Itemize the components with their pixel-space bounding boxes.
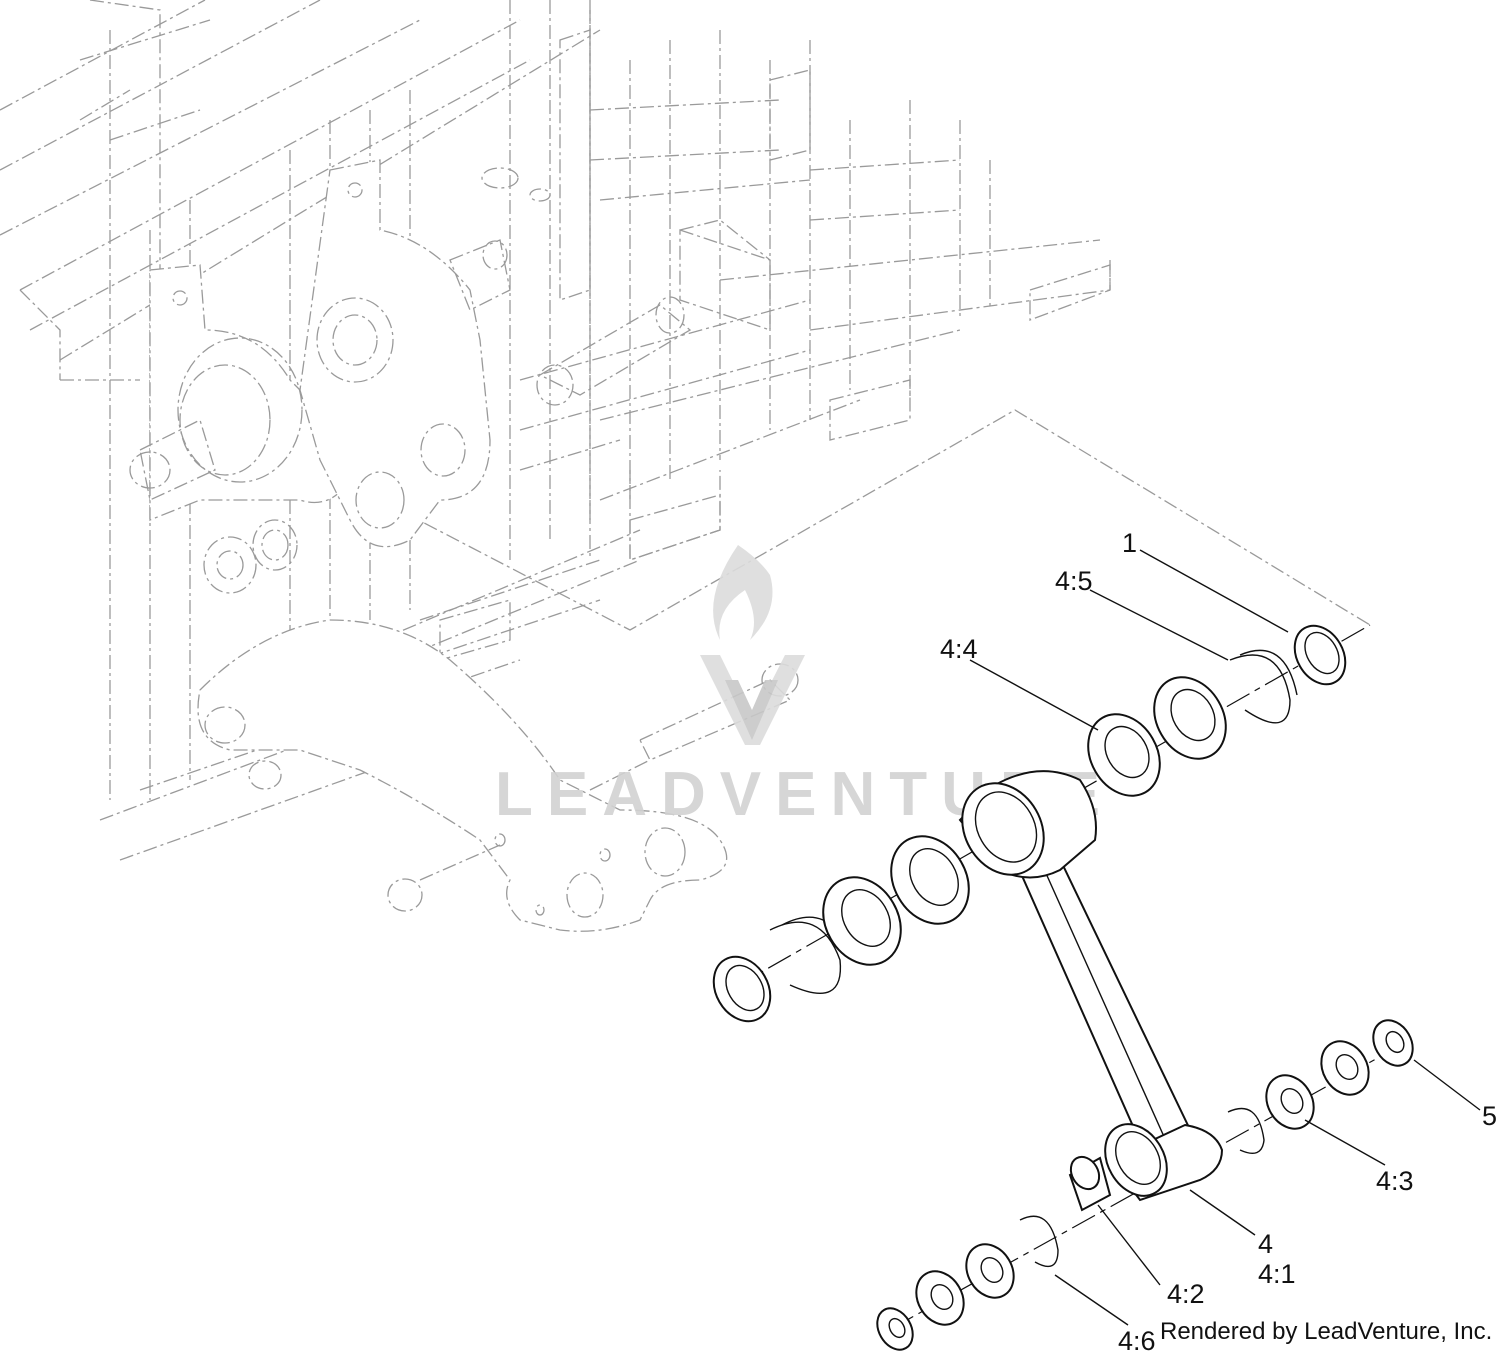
rendered-by-credit: Rendered by LeadVenture, Inc. [1160, 1318, 1493, 1345]
label-4-5: 4:5 [1055, 566, 1093, 596]
washer-5 [1372, 1019, 1414, 1067]
label-4-4: 4:4 [940, 634, 978, 664]
label-4-2: 4:2 [1167, 1279, 1205, 1309]
bearing-4-3 [1265, 1074, 1315, 1130]
snap-ring-4-6 [1019, 1215, 1059, 1268]
bearing-left-a [822, 876, 902, 966]
label-1: 1 [1122, 528, 1137, 558]
upper-left-bushings [712, 835, 970, 1023]
bearing-left-b [890, 835, 970, 925]
lower-bushings [876, 1019, 1414, 1351]
label-5: 5 [1482, 1101, 1497, 1131]
spacer-4-2 [1068, 1155, 1112, 1212]
label-4-3: 4:3 [1376, 1166, 1414, 1196]
leader-lines [969, 549, 1481, 1326]
bearing-4-4 [1087, 713, 1161, 797]
snap-ring-4-5 [1229, 649, 1298, 724]
explosion-boundary [379, 409, 1371, 631]
label-4: 4 [1258, 1229, 1273, 1259]
label-4-6: 4:6 [1118, 1326, 1156, 1356]
link-arm-part-4 [958, 770, 1224, 1202]
bracket-arms-ghost [129, 159, 692, 594]
wear-ring-left [712, 955, 772, 1023]
bearing-lower-1 [915, 1270, 965, 1326]
wear-ring-1 [1293, 624, 1347, 686]
upper-right-bushings [1087, 624, 1347, 797]
bearing-right-b [1153, 676, 1227, 760]
part-labels: 1 4:5 4:4 5 4:3 4 4:1 4:2 4:6 [940, 528, 1497, 1356]
label-4-1: 4:1 [1258, 1259, 1296, 1289]
bearing-lower-2 [965, 1243, 1015, 1299]
bearing-lower-right [1320, 1040, 1370, 1096]
snap-ring-right-lower [1227, 1107, 1265, 1154]
washer-lower-1 [876, 1307, 914, 1351]
